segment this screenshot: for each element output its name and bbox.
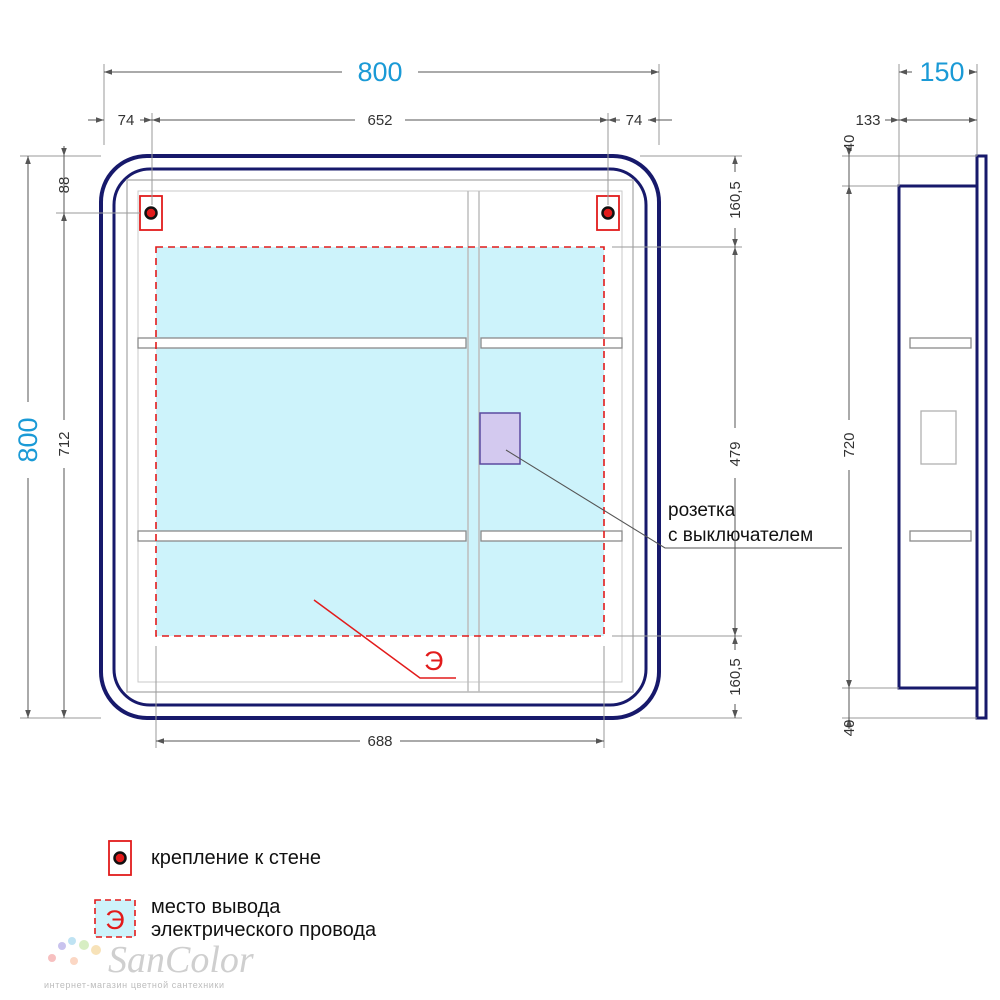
electric-leader	[313, 599, 456, 679]
dim-mount-height: 712	[56, 431, 73, 456]
legend-mount-icon	[108, 840, 132, 876]
side-socket	[920, 410, 957, 465]
side-dimensions: 150 133 40 720 40	[841, 57, 978, 737]
socket-leader	[505, 449, 842, 549]
dim-bottom-width: 688	[367, 733, 392, 750]
shelf-lower-left	[137, 530, 467, 542]
electric-zone-border	[155, 246, 605, 637]
dim-top-offset: 88	[56, 177, 73, 194]
side-view	[897, 154, 988, 720]
cabinet-body	[126, 179, 634, 693]
dim-side-height: 720	[841, 432, 858, 457]
electric-zone	[156, 247, 604, 636]
watermark-brand: SanColor	[108, 939, 254, 981]
mirror-outer-frame	[99, 154, 661, 720]
mount-point-right	[596, 195, 620, 231]
legend-outlet-line2: электрического провода	[151, 919, 377, 941]
side-shelf-lower	[909, 530, 972, 542]
dim-middle-section: 479	[727, 441, 744, 466]
legend: крепление к стене Э место вывода электри…	[94, 840, 377, 941]
dim-total-width: 800	[357, 57, 402, 87]
shelf-upper-right	[480, 337, 623, 349]
legend-outlet-line1: место вывода	[151, 896, 281, 918]
dim-inner-width: 652	[367, 112, 392, 129]
dim-total-height: 800	[13, 417, 43, 462]
legend-outlet-icon: Э	[94, 899, 136, 938]
electric-marker: Э	[424, 646, 443, 676]
dim-top-section: 160,5	[727, 181, 744, 219]
watermark-tagline: интернет-магазин цветной сантехники	[44, 980, 225, 990]
socket	[479, 412, 521, 465]
socket-callout-line2: с выключателем	[668, 525, 813, 546]
dim-bottom-section: 160,5	[727, 658, 744, 696]
side-mirror-panel	[975, 154, 988, 720]
side-shelf-upper	[909, 337, 972, 349]
cabinet-inner	[137, 190, 623, 683]
svg-text:Э: Э	[105, 905, 124, 935]
mirror-inner-frame	[112, 167, 648, 707]
watermark-logo: SanColor интернет-магазин цветной сантех…	[44, 937, 254, 990]
mount-point-left	[139, 195, 163, 231]
shelf-upper-left	[137, 337, 467, 349]
front-dimensions: 800 74 652 74 800 88 712	[13, 57, 744, 750]
shelf-lower-right	[480, 530, 623, 542]
front-view: розетка с выключателем Э	[99, 154, 842, 720]
dim-side-depth: 150	[919, 57, 964, 87]
dim-side-inner-depth: 133	[855, 112, 880, 129]
dim-side-bottom: 40	[841, 720, 858, 737]
legend-mount-label: крепление к стене	[151, 847, 321, 869]
dim-side-top: 40	[841, 135, 858, 152]
dim-margin-left: 74	[118, 112, 135, 129]
dim-margin-right: 74	[626, 112, 643, 129]
socket-callout-line1: розетка	[668, 500, 736, 521]
